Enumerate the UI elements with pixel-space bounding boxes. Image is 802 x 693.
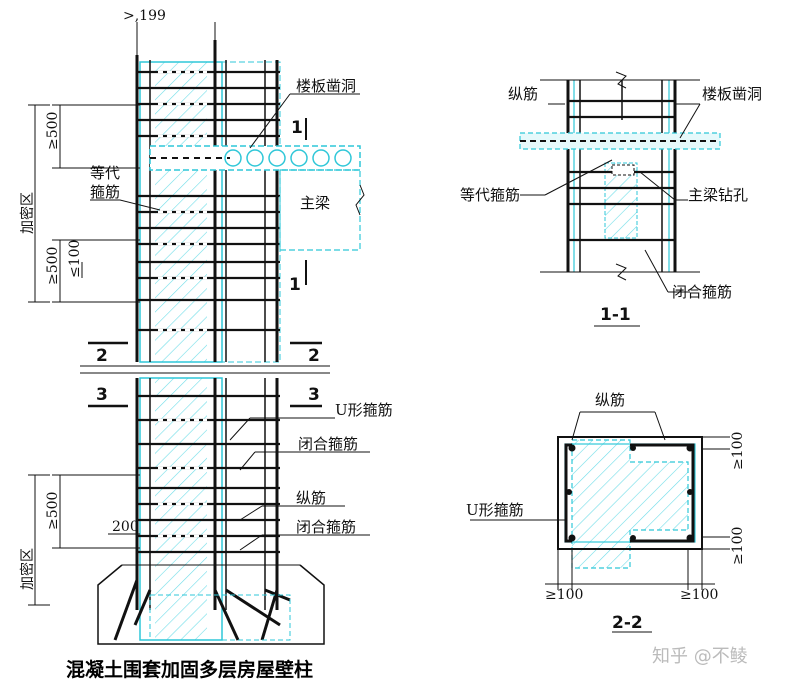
label-dense-zone-top: 加密区 bbox=[19, 192, 36, 234]
s22-dim-bottom-left: ≥100 bbox=[545, 587, 583, 603]
section-mark-2-right: 2 bbox=[308, 346, 320, 366]
label-closed-stirrup-a: 闭合箍筋 bbox=[298, 435, 358, 453]
s11-label-slab-hole: 楼板凿洞 bbox=[702, 85, 762, 103]
section-1-1-title: 1-1 bbox=[600, 305, 631, 325]
s22-dim-right-bottom: ≥100 bbox=[730, 527, 746, 565]
leader-lines bbox=[90, 93, 370, 551]
section-mark-1-top: 1 bbox=[291, 118, 303, 138]
label-equiv-stirrup-2: 箍筋 bbox=[90, 183, 120, 201]
s22-dim-right-top: ≥100 bbox=[730, 432, 746, 470]
slab-holes bbox=[224, 149, 352, 167]
s11-label-equiv-stirrup: 等代箍筋 bbox=[460, 186, 520, 204]
foundation bbox=[97, 564, 325, 645]
dimension-lines bbox=[28, 104, 140, 606]
concrete-core-lower bbox=[155, 378, 207, 640]
section-mark-3-right: 3 bbox=[308, 385, 320, 405]
section-mark-2-left: 2 bbox=[96, 346, 108, 366]
main-elevation: 1 1 2 2 3 3 bbox=[28, 22, 370, 645]
section-2-2 bbox=[470, 411, 730, 633]
label-closed-stirrup-b: 闭合箍筋 bbox=[296, 518, 356, 536]
s22-dim-bottom-right: ≥100 bbox=[680, 587, 718, 603]
label-slab-hole: 楼板凿洞 bbox=[296, 77, 356, 95]
s11-label-beam-drill: 主梁钻孔 bbox=[688, 186, 748, 204]
label-main-beam: 主梁 bbox=[300, 194, 330, 212]
dim-500-top: ≥500 bbox=[45, 112, 61, 150]
s11-label-closed-stirrup: 闭合箍筋 bbox=[672, 283, 732, 301]
dim-100: ≤100 bbox=[67, 240, 83, 278]
floor-slab bbox=[149, 145, 365, 251]
s22-label-u-stirrup: U形箍筋 bbox=[466, 501, 524, 519]
s11-label-long-bar: 纵筋 bbox=[508, 85, 538, 103]
section-mark-3-left: 3 bbox=[96, 385, 108, 405]
main-beam bbox=[279, 169, 361, 251]
dim-200: 200 bbox=[112, 519, 139, 535]
label-u-stirrup: U形箍筋 bbox=[335, 401, 393, 419]
label-long-bar: 纵筋 bbox=[296, 489, 326, 507]
dim-500-bottom: ≥500 bbox=[45, 492, 61, 530]
top-dimension: >,199 bbox=[123, 8, 166, 24]
label-equiv-stirrup-1: 等代 bbox=[90, 164, 120, 182]
section-1-1 bbox=[519, 71, 721, 327]
section-2-2-title: 2-2 bbox=[612, 613, 643, 633]
s22-label-long-bar: 纵筋 bbox=[595, 391, 625, 409]
dim-500-mid: ≥500 bbox=[45, 247, 61, 285]
main-title: 混凝土围套加固多层房屋壁柱 bbox=[66, 658, 313, 681]
section-mark-1-bottom: 1 bbox=[289, 275, 301, 295]
label-dense-zone-bottom: 加密区 bbox=[19, 548, 36, 590]
watermark: 知乎 @不鲮 bbox=[652, 646, 748, 667]
